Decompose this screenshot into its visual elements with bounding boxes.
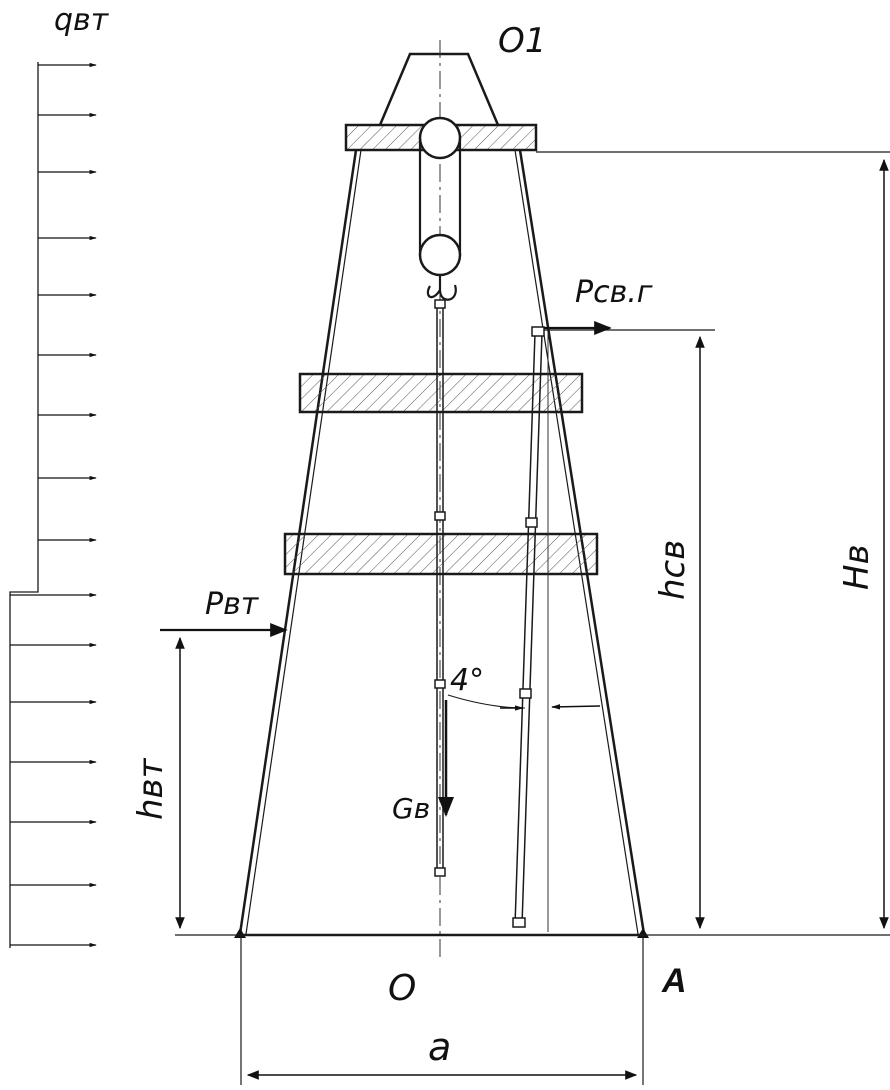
crown-point-label: O1 <box>498 21 546 61</box>
wind-height-label: hвт <box>131 757 171 820</box>
derrick-height-dimension: Hв <box>536 151 890 930</box>
hook-icon <box>426 275 457 301</box>
derrick-height-label: Hв <box>837 544 877 590</box>
base-width-dimension: a <box>240 935 644 1085</box>
crown-housing <box>378 52 500 126</box>
angle-annotation: 4° <box>447 663 601 711</box>
leaning-pipe <box>512 326 549 932</box>
brace-force-label: Pсв.г <box>575 275 653 310</box>
wind-force-label: Pвт <box>205 587 260 622</box>
wind-load-arrows <box>10 62 97 948</box>
angle-label: 4° <box>450 663 484 698</box>
traveling-sheave <box>418 233 462 277</box>
wind-load-diagram: qвт <box>9 3 110 948</box>
left-leg-foot <box>234 928 246 938</box>
origin-label: O <box>388 968 416 1009</box>
brace-height-label: hсв <box>653 540 693 600</box>
brace-height-dimension: hсв <box>544 329 715 930</box>
wind-force-group: Pвт hвт <box>131 587 288 930</box>
wind-load-label: qвт <box>54 3 110 38</box>
weight-label: Gв <box>392 792 430 825</box>
traveling-block <box>418 116 462 301</box>
base-width-label: a <box>428 1025 451 1069</box>
upper-platform <box>298 372 584 414</box>
wind-load-profile <box>9 62 39 948</box>
crown-sheave <box>418 116 462 160</box>
support-a-label: A <box>661 962 687 1000</box>
pipe-string <box>434 299 446 877</box>
lower-platform <box>283 532 599 576</box>
